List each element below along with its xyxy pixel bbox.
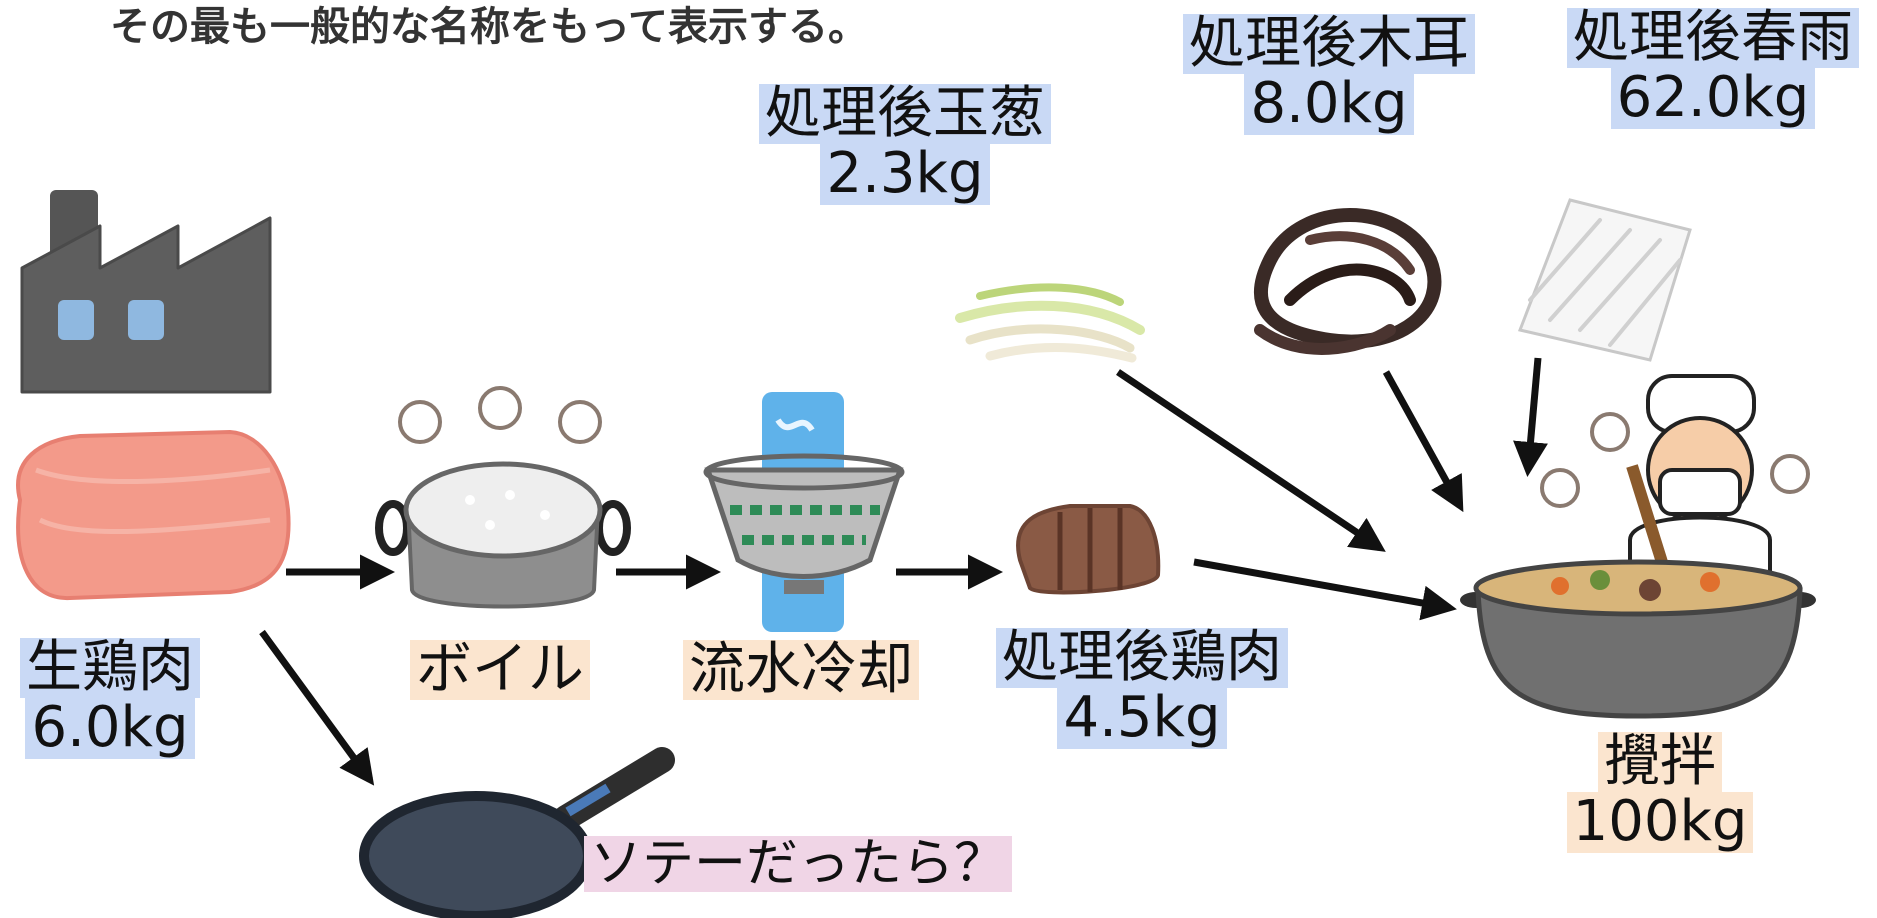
cooling-name: 流水冷却 [683,639,919,701]
flow-arrows [259,357,1548,786]
processed-harusame-label: 処理後春雨 62.0kg [1548,7,1877,129]
factory-icon [20,190,272,394]
processed-onion-amount: 2.3kg [820,143,990,205]
mixing-label: 攪拌 100kg [1540,731,1780,853]
raw-chicken-label: 生鶏肉 6.0kg [20,637,200,759]
processed-kikurage-name: 処理後木耳 [1183,13,1475,75]
mixing-name: 攪拌 [1598,731,1722,793]
cook-with-pot-icon [1460,374,1816,719]
processed-onion-name: 処理後玉葱 [759,83,1051,145]
processed-harusame-amount: 62.0kg [1610,67,1816,129]
arrow-kikurage-to-mixing [1382,370,1464,513]
arrow-harusame-to-mixing [1513,357,1548,477]
colander-water-icon [703,392,905,632]
saute-label: ソテーだったら？ [584,836,1013,892]
boiling-pot-icon [375,386,631,609]
processed-chicken-label: 処理後鶏肉 4.5kg [982,627,1302,749]
raw-chicken-name: 生鶏肉 [20,637,200,699]
kikurage-icon [1253,208,1442,355]
sliced-chicken-icon [1016,504,1161,595]
header-text: その最も一般的な名称をもって表示する。 [110,4,868,50]
processed-kikurage-amount: 8.0kg [1244,73,1414,135]
arrow-raw-to-saute [259,629,375,786]
boil-name: ボイル [410,639,590,701]
raw-chicken-icon [16,429,291,601]
saute-name: ソテーだったら？ [584,836,1013,892]
onion-slices-icon [955,283,1145,363]
processed-harusame-name: 処理後春雨 [1567,7,1859,69]
processed-chicken-name: 処理後鶏肉 [996,627,1288,689]
frying-pan-icon [359,747,675,918]
harusame-noodles-icon [1517,198,1692,362]
boil-label: ボイル [410,639,590,701]
arrow-chicken-to-mixing [1193,558,1457,621]
processed-kikurage-label: 処理後木耳 8.0kg [1164,13,1494,135]
mixing-amount: 100kg [1566,791,1754,853]
processed-chicken-amount: 4.5kg [1057,687,1227,749]
cooling-label: 流水冷却 [666,639,936,701]
raw-chicken-amount: 6.0kg [25,697,195,759]
arrow-onion-to-mixing [1116,369,1386,552]
processed-onion-label: 処理後玉葱 2.3kg [740,83,1070,205]
